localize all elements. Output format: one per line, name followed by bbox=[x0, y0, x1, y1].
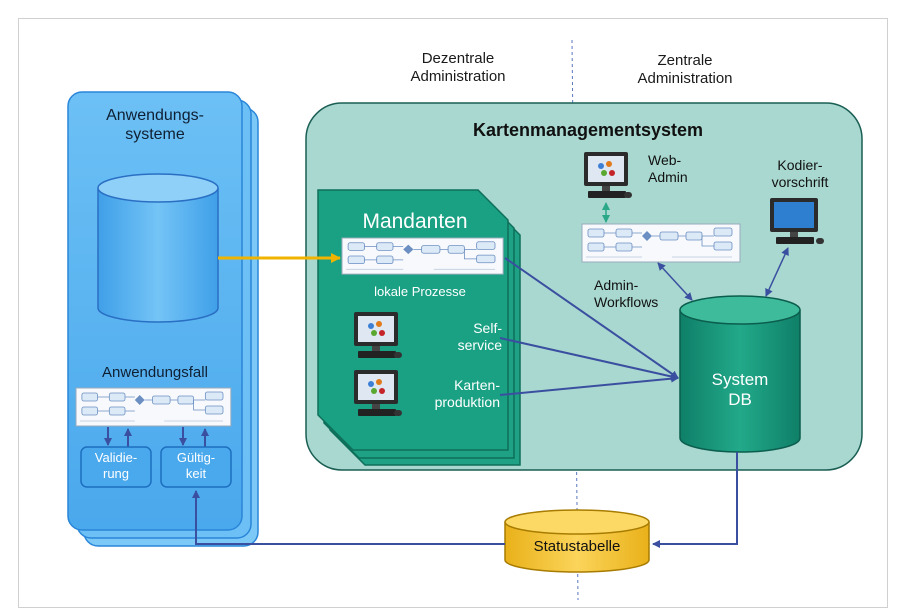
lokale-prozesse-workflow-diagram-icon bbox=[341, 237, 504, 275]
validierung-line2: rung bbox=[102, 465, 130, 481]
validierung-line1: Validie- bbox=[94, 450, 138, 465]
adminworkflows-line2: Workflows bbox=[594, 293, 659, 310]
lokale-prozesse-label: lokale Prozesse bbox=[374, 284, 466, 299]
webadmin-line2: Admin bbox=[648, 168, 688, 185]
selfservice-label: Self- service bbox=[432, 320, 502, 354]
kartenproduktion-line1: Karten- bbox=[454, 377, 500, 393]
gueltigkeit-line2: keit bbox=[185, 465, 207, 481]
kodiervorschrift-label: Kodier- vorschrift bbox=[760, 157, 840, 191]
selfservice-line2: service bbox=[457, 336, 502, 353]
kartenmanagementsystem-title: Kartenmanagementsystem bbox=[472, 120, 704, 140]
diagram-frame bbox=[18, 18, 888, 608]
gueltigkeit-line1: Gültig- bbox=[176, 450, 216, 465]
webadmin-label: Web- Admin bbox=[648, 152, 708, 186]
zentrale-line2: Administration bbox=[637, 70, 733, 87]
selfservice-line1: Self- bbox=[473, 320, 502, 336]
anwendungssysteme-line1: Anwendungs- bbox=[106, 107, 204, 124]
anwendungs-database-icon bbox=[97, 173, 219, 323]
systemdb-line1: System bbox=[711, 370, 769, 389]
validierung-label: Validie- rung bbox=[81, 450, 151, 481]
gueltigkeit-box bbox=[160, 446, 232, 488]
kartenproduktion-monitor-icon bbox=[354, 370, 402, 416]
dezentrale-heading: Dezentrale Administration bbox=[398, 50, 518, 86]
zentrale-line1: Zentrale bbox=[657, 52, 713, 69]
anwendungssysteme-title: Anwendungs- systeme bbox=[80, 106, 230, 144]
anwendungsfall-workflow-diagram-icon bbox=[75, 387, 232, 427]
admin-workflow-diagram-icon bbox=[581, 223, 741, 263]
kodiervorschrift-line2: vorschrift bbox=[771, 173, 829, 190]
webadmin-monitor-icon bbox=[584, 152, 632, 198]
kartenproduktion-label: Karten- produktion bbox=[420, 377, 500, 411]
statustabelle-database-icon bbox=[504, 509, 650, 573]
validierung-box bbox=[80, 446, 152, 488]
systemdb-database-icon bbox=[679, 295, 801, 453]
adminworkflows-label: Admin- Workflows bbox=[594, 277, 674, 311]
systemdb-label: System DB bbox=[690, 370, 790, 411]
anwendungsfall-label: Anwendungsfall bbox=[102, 364, 208, 381]
dezentrale-line1: Dezentrale bbox=[421, 50, 495, 67]
zentrale-heading: Zentrale Administration bbox=[625, 52, 745, 88]
anwendungssysteme-line2: systeme bbox=[125, 126, 185, 144]
statustabelle-label: Statustabelle bbox=[533, 538, 621, 555]
gueltigkeit-label: Gültig- keit bbox=[161, 450, 231, 481]
dezentrale-line2: Administration bbox=[410, 68, 506, 85]
webadmin-line1: Web- bbox=[648, 152, 682, 168]
kodiervorschrift-line1: Kodier- bbox=[777, 157, 823, 173]
systemdb-line2: DB bbox=[728, 390, 752, 410]
kartenproduktion-line2: produktion bbox=[434, 393, 500, 410]
selfservice-monitor-icon bbox=[354, 312, 402, 358]
mandanten-title: Mandanten bbox=[362, 210, 468, 233]
adminworkflows-line1: Admin- bbox=[594, 277, 639, 293]
